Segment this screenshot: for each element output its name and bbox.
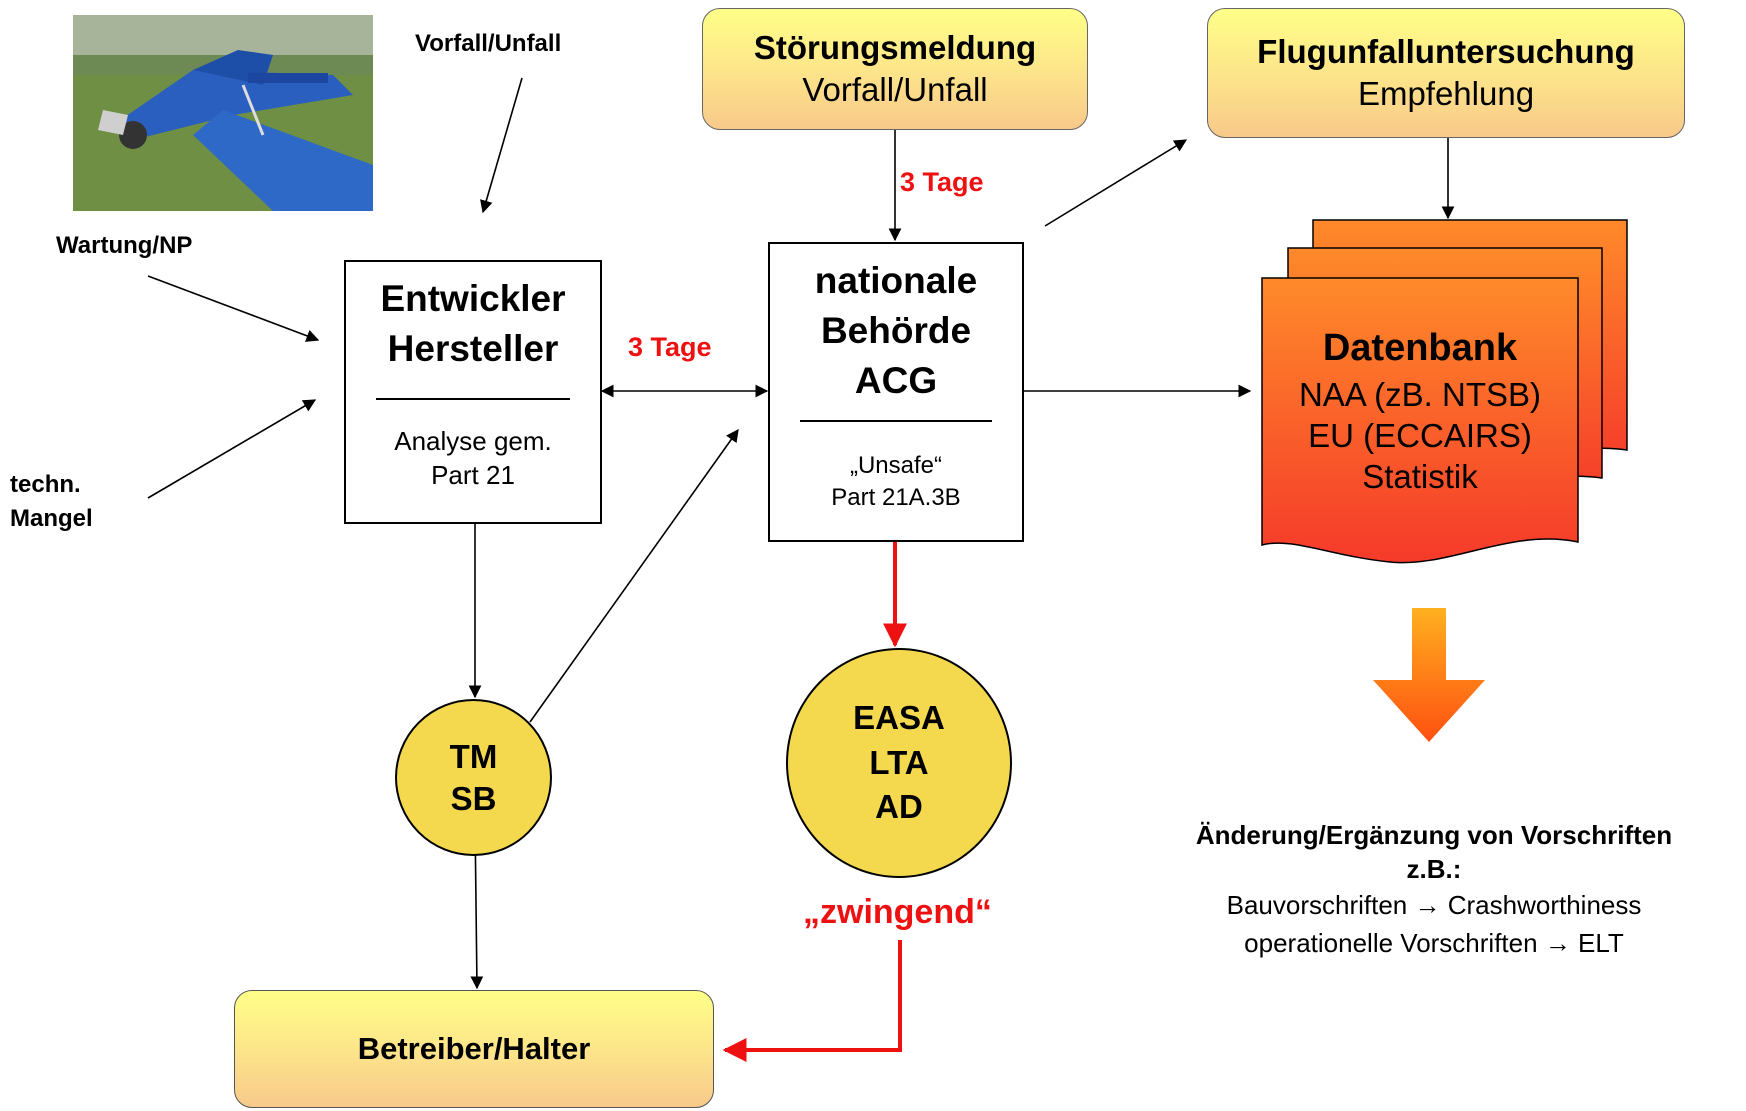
aenderung-line2-b: ELT [1578,928,1624,958]
label-zwingend: „zwingend“ [803,893,992,931]
crash-photo [73,15,373,211]
flugunfall-subtitle: Empfehlung [1357,75,1535,112]
arrow-tmsb-behoerde [529,428,739,723]
sb-label: SB [450,779,497,817]
datenbank-stack [1261,219,1628,564]
entwickler-divider [376,398,570,400]
entwickler-line2: Hersteller [387,328,559,369]
aenderung-line2-a: operationelle Vorschriften [1244,928,1538,958]
arrow-mangel [147,399,317,499]
aenderung-line2: operationelle Vorschriften → ELT [1128,924,1740,962]
betreiber-label: Betreiber/Halter [357,1031,591,1066]
arrow-wartung [147,275,320,342]
ad-label: AD [875,788,923,826]
aenderung-block: Änderung/Ergänzung von Vorschriften z.B.… [1128,818,1740,962]
datenbank-text: Datenbank NAA (zB. NTSB) EU (ECCAIRS) St… [1262,322,1578,497]
stoerungsmeldung-box: Störungsmeldung Vorfall/Unfall [702,8,1088,130]
datenbank-line3: Statistik [1362,458,1478,495]
arrow-zwingend-betreiber [722,940,902,1062]
label-techn-mangel: techn. Mangel [10,468,93,536]
entwickler-box: Entwickler Hersteller Analyse gem. Part … [344,260,602,524]
label-vorfall-unfall: Vorfall/Unfall [415,30,562,57]
behoerde-line1: nationale [814,260,978,301]
arrow-glyph-1: → [1414,890,1441,920]
aenderung-title: Änderung/Ergänzung von Vorschriften [1195,820,1673,850]
lta-label: LTA [869,743,929,781]
entwickler-sub1: Analyse gem. [394,426,552,456]
big-down-arrow [1373,608,1485,742]
behoerde-line2: Behörde [820,310,972,351]
label-wartung-np: Wartung/NP [56,232,193,259]
stoerungsmeldung-subtitle: Vorfall/Unfall [802,71,988,108]
crash-photo-image [73,15,373,211]
arrow-behoerde-flugunfall [1044,139,1188,227]
entwickler-sub2: Part 21 [431,460,515,490]
tm-label: TM [449,738,498,776]
behoerde-sub1: „Unsafe“ [849,452,943,479]
easa-circle: EASA LTA AD [786,648,1012,878]
datenbank-title: Datenbank [1322,327,1518,369]
betreiber-box: Betreiber/Halter [234,990,714,1108]
arrow-vorfall [480,77,523,214]
stoerungsmeldung-title: Störungsmeldung [753,29,1037,66]
arrow-glyph-2: → [1544,928,1571,958]
label-techn: techn. [10,471,81,498]
behoerde-sub2: Part 21A.3B [831,484,961,511]
aenderung-line1-a: Bauvorschriften [1226,890,1408,920]
entwickler-line1: Entwickler [380,278,566,319]
flugunfall-box: Flugunfalluntersuchung Empfehlung [1207,8,1685,138]
label-3-tage-mid: 3 Tage [628,332,712,362]
datenbank-line1: NAA (zB. NTSB) [1298,376,1542,413]
flugunfall-title: Flugunfalluntersuchung [1257,33,1635,70]
behoerde-box: nationale Behörde ACG „Unsafe“ Part 21A.… [768,242,1024,542]
label-mangel: Mangel [10,505,93,532]
aenderung-zb: z.B.: [1406,854,1462,884]
aenderung-line1: Bauvorschriften → Crashworthiness [1128,886,1740,924]
behoerde-line3: ACG [854,360,938,401]
easa-label: EASA [853,699,945,737]
datenbank-line2: EU (ECCAIRS) [1308,417,1532,454]
label-3-tage-top: 3 Tage [900,167,984,197]
aenderung-line1-b: Crashworthiness [1447,890,1642,920]
behoerde-divider [800,420,992,422]
tm-sb-circle: TM SB [395,699,552,856]
